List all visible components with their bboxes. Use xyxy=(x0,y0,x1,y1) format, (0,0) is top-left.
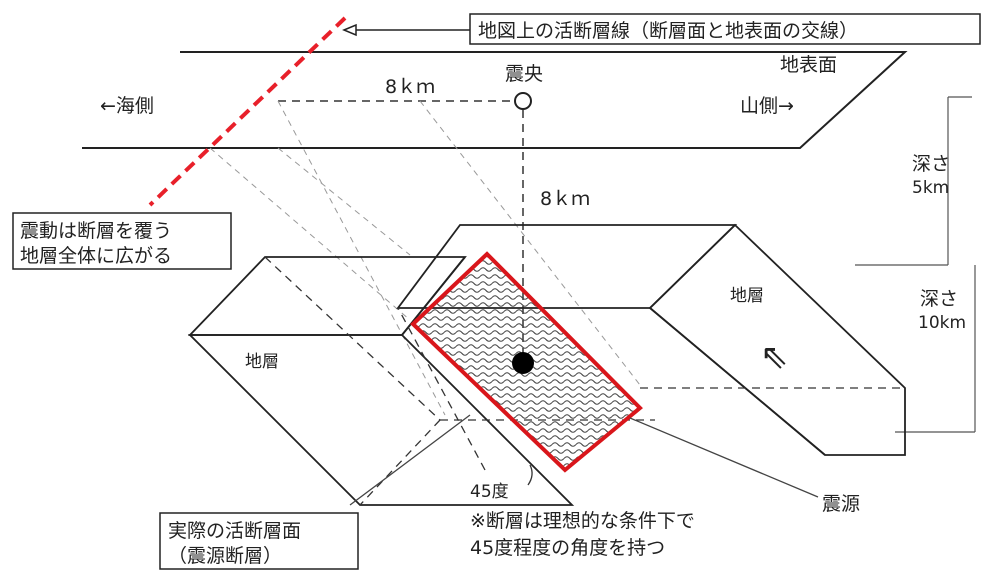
hypocenter-dot xyxy=(512,352,534,374)
fault-plane-line2: （震源断層） xyxy=(168,545,282,567)
horizontal-distance-label: 8ｋｍ xyxy=(385,76,435,98)
hypocenter-label: 震源 xyxy=(822,493,860,515)
hidden-edges xyxy=(264,256,905,506)
uplift-arrow-icon: ⇖ xyxy=(760,337,789,377)
depth-bracket xyxy=(855,96,976,433)
fault-trace-line xyxy=(148,16,347,207)
note-left-box xyxy=(12,212,232,270)
projection-lines xyxy=(209,100,641,416)
epicenter-marker xyxy=(514,92,532,110)
angle-label: 45度 xyxy=(470,482,509,502)
right-stratum-block xyxy=(396,223,906,456)
ground-surface-plane xyxy=(82,51,908,149)
depth5-line1: 深さ xyxy=(912,153,950,175)
callout-top-box xyxy=(469,13,981,45)
epicenter-label: 震央 xyxy=(505,63,543,85)
depth10-line1: 深さ xyxy=(920,288,958,310)
stratum-left-label: 地層 xyxy=(245,352,279,372)
depth10-line2: 10km xyxy=(918,313,966,333)
sea-side-label: ←海側 xyxy=(100,95,154,117)
mountain-side-label: 山側→ xyxy=(740,95,794,117)
note-left-line2: 地層全体に広がる xyxy=(20,245,172,267)
depth5-line2: 5km xyxy=(912,178,949,198)
note-left-line1: 震動は断層を覆う xyxy=(20,220,172,242)
callout-top-arrowhead xyxy=(342,23,357,37)
vertical-distance-label: 8ｋｍ xyxy=(540,188,590,210)
stratum-right-label: 地層 xyxy=(730,286,764,306)
hypocenter-leader xyxy=(629,417,819,498)
fault-plane-line1: 実際の活断層面 xyxy=(168,520,301,542)
fault-plane-box xyxy=(159,512,359,570)
surface-label: 地表面 xyxy=(780,54,837,76)
fault-plane-outline xyxy=(410,251,643,473)
callout-top-text: 地図上の活断層線（断層面と地表面の交線） xyxy=(478,20,858,42)
fault-plane-leader xyxy=(349,414,471,506)
remark-line2: 45度程度の角度を持つ xyxy=(470,537,665,559)
remark-line1: ※断層は理想的な条件下で xyxy=(470,510,695,532)
angle-arc xyxy=(527,464,533,486)
